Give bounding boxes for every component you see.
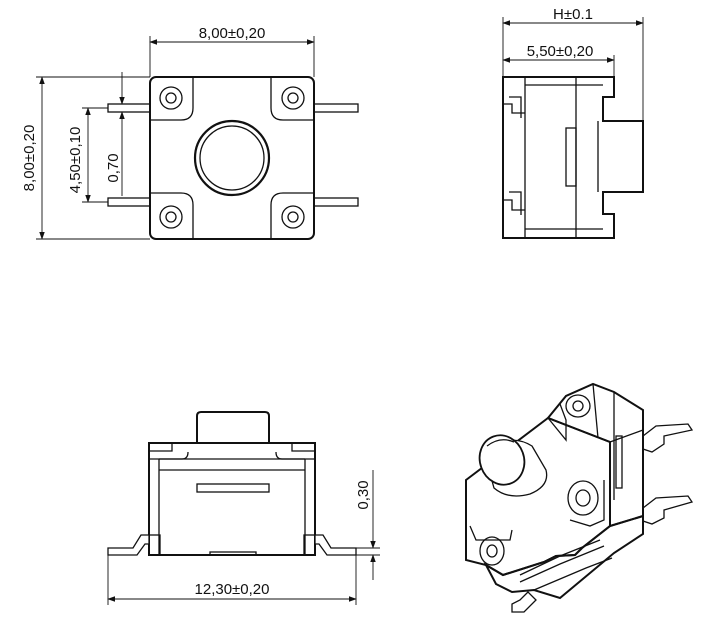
top-view-actuator <box>193 119 271 197</box>
iso-terminals <box>511 423 694 613</box>
front-left-terminal <box>107 534 150 556</box>
front-span-dimension: 12,30±0,20 <box>195 581 270 598</box>
top-view-mount-holes <box>159 86 305 229</box>
top-view: 8,00±0,20 8,00±0,20 4,50±0,10 0,70 <box>21 25 359 240</box>
front-right-terminal <box>314 534 357 556</box>
side-body-dimension: 5,50±0,20 <box>527 43 594 60</box>
top-width-dimension: 8,00±0,20 <box>199 25 266 42</box>
isometric-view <box>465 382 694 613</box>
iso-actuator <box>478 434 548 497</box>
top-view-pins <box>107 103 359 207</box>
front-standoff-dimension: 0,30 <box>355 480 372 509</box>
iso-mount-holes <box>479 394 599 566</box>
front-view-actuator <box>196 411 270 443</box>
side-view: H±0.1 5,50±0,20 <box>502 6 644 239</box>
iso-body-bottom-face <box>483 514 644 600</box>
pin-pitch-dimension: 4,50±0,10 <box>67 127 84 194</box>
pin-width-dimension: 0,70 <box>105 153 122 182</box>
iso-body-top-face <box>546 382 644 528</box>
side-height-dimension: H±0.1 <box>553 6 593 23</box>
side-view-body <box>502 76 644 239</box>
front-view: 12,30±0,20 0,30 <box>107 411 380 605</box>
top-view-body <box>149 76 315 240</box>
front-view-body <box>148 442 316 556</box>
top-height-dimension: 8,00±0,20 <box>21 125 38 192</box>
